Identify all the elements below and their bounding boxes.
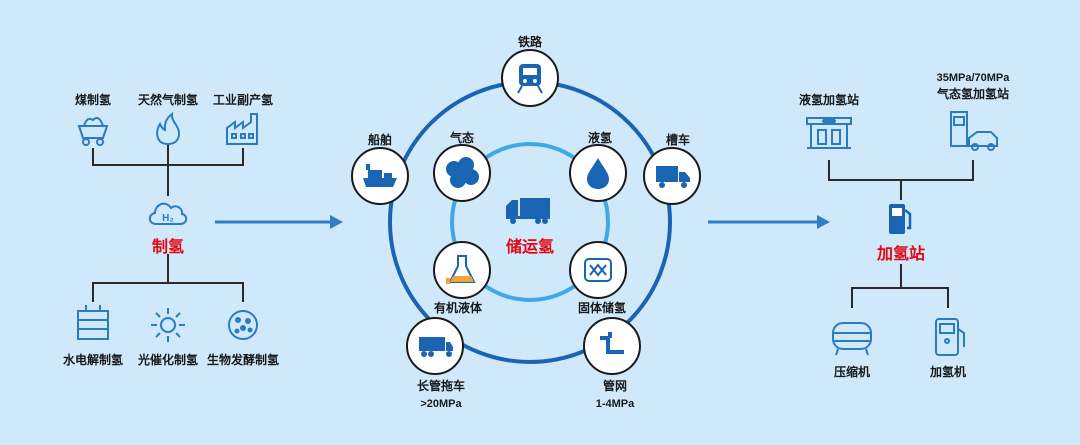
station-title: 加氢站 [876, 246, 926, 263]
gas-station-label: 气态氢加氢站 [936, 87, 1010, 101]
liquid-node [569, 144, 627, 202]
pipeline-node [583, 317, 641, 375]
bacteria-icon [228, 310, 258, 340]
h2-cloud-icon: H₂ [148, 202, 188, 225]
coal-label: 煤制氢 [74, 93, 112, 107]
fermentation-label: 生物发酵制氢 [206, 353, 280, 367]
gas-cloud-icon [446, 157, 479, 188]
tube-trailer-label: 长管拖车 [416, 379, 466, 393]
railway-node [501, 49, 559, 107]
natural-gas-label: 天然气制氢 [137, 93, 199, 107]
solid-label: 固体储氢 [577, 301, 627, 315]
inner-ring [450, 142, 610, 302]
electrolysis-label: 水电解制氢 [62, 353, 124, 367]
pipeline-label: 管网 [602, 379, 628, 393]
tube-trailer-icon [419, 337, 453, 357]
liquid-label: 液氢 [587, 131, 613, 145]
compressor-icon [832, 322, 872, 356]
pipeline-pressure: 1-4MPa [595, 398, 635, 410]
flask-icon [446, 255, 476, 284]
dispenser-label: 加氢机 [929, 365, 967, 379]
tube-trailer-node [406, 317, 464, 375]
pipeline-icon [600, 332, 624, 354]
sun-icon [151, 308, 185, 342]
factory-icon [226, 113, 258, 145]
liquid-station-icon [806, 117, 852, 149]
train-icon [517, 64, 543, 94]
storage-title: 储运氢 [505, 239, 555, 256]
photocatalysis-label: 光催化制氢 [137, 353, 199, 367]
flame-icon [156, 111, 181, 146]
electrolysis-icon [77, 305, 109, 340]
production-title: 制氢 [151, 239, 185, 256]
railway-label: 铁路 [517, 35, 543, 49]
solid-node [569, 241, 627, 299]
tanker-node [643, 147, 701, 205]
ship-label: 船舶 [367, 133, 393, 147]
gas-station-icon [950, 111, 998, 151]
liquid-station-label: 液氢加氢站 [798, 93, 860, 107]
tanker-label: 槽车 [665, 133, 691, 147]
tanker-truck-icon [656, 166, 690, 188]
arrow-right-2 [708, 215, 830, 229]
production-connectors [92, 145, 244, 302]
station-connectors [828, 160, 974, 308]
ship-icon [363, 164, 397, 187]
coal-cart-icon [77, 117, 109, 146]
gas-label: 气态 [449, 131, 475, 145]
gas-station-pressure: 35MPa/70MPa [936, 72, 1010, 84]
organic-node [433, 241, 491, 299]
arrow-right-1 [215, 215, 343, 229]
compressor-label: 压缩机 [833, 365, 871, 379]
svg-text:H₂: H₂ [162, 213, 174, 224]
solid-storage-icon [584, 258, 612, 282]
tube-trailer-pressure: >20MPa [420, 398, 462, 410]
gas-node [433, 144, 491, 202]
fuel-pump-icon [889, 204, 912, 234]
organic-label: 有机液体 [433, 301, 483, 315]
industrial-byproduct-label: 工业副产氢 [212, 93, 274, 107]
ship-node [351, 147, 409, 205]
dispenser-icon [935, 318, 965, 356]
droplet-icon [587, 158, 609, 189]
cargo-truck-icon [506, 198, 550, 224]
